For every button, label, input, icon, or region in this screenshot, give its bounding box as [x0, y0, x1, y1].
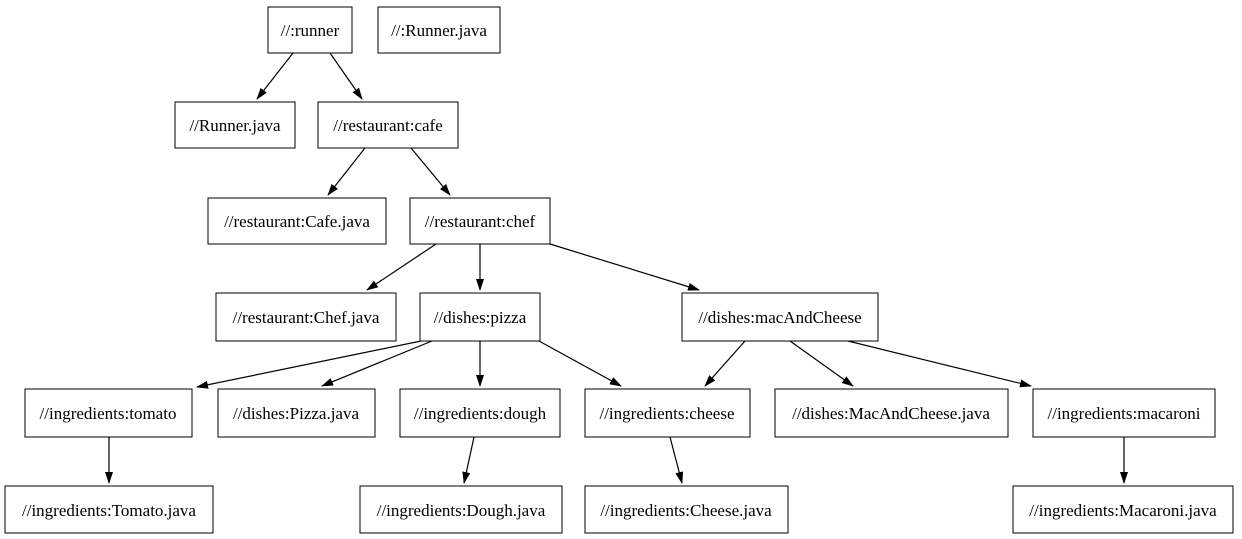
node-cheese-java-label: //ingredients:Cheese.java [600, 501, 772, 520]
node-box [377, 6, 501, 54]
edge-mac-and-cheese-to-macaroni [847, 340, 1032, 388]
node-macaroni: //ingredients:macaroni [1032, 388, 1216, 438]
edge-chef-to-mac-and-cheese [549, 243, 700, 291]
node-chef-java-label: //restaurant:Chef.java [233, 308, 380, 327]
node-box [681, 292, 879, 342]
node-runner-java-root-label: //:Runner.java [391, 21, 487, 40]
node-dough: //ingredients:dough [399, 388, 561, 438]
node-box [267, 6, 353, 54]
node-cafe-label: //restaurant:cafe [333, 116, 443, 135]
node-box [317, 101, 459, 149]
node-runner: //:runner [267, 6, 353, 54]
node-mac-and-cheese-java-label: //dishes:MacAndCheese.java [792, 404, 990, 423]
node-box [399, 388, 561, 438]
node-tomato-java: //ingredients:Tomato.java [4, 485, 214, 534]
node-box [419, 292, 541, 342]
node-cheese-label: //ingredients:cheese [599, 404, 734, 423]
node-pizza-java: //dishes:Pizza.java [217, 388, 376, 438]
node-tomato: //ingredients:tomato [24, 388, 193, 438]
node-runner-java-root: //:Runner.java [377, 6, 501, 54]
node-chef: //restaurant:chef [409, 197, 551, 245]
node-tomato-label: //ingredients:tomato [40, 404, 177, 423]
node-cheese: //ingredients:cheese [584, 388, 751, 438]
node-box [174, 101, 296, 149]
node-pizza-label: //dishes:pizza [434, 308, 527, 327]
node-macaroni-label: //ingredients:macaroni [1048, 404, 1201, 423]
node-macaroni-java: //ingredients:Macaroni.java [1012, 485, 1234, 534]
edge-dough-to-dough-java [462, 436, 475, 484]
node-cafe-java-label: //restaurant:Cafe.java [224, 212, 370, 231]
node-dough-java-label: //ingredients:Dough.java [377, 501, 546, 520]
node-tomato-java-label: //ingredients:Tomato.java [22, 501, 196, 520]
edge-cheese-to-cheese-java [669, 436, 684, 484]
node-mac-and-cheese-java: //dishes:MacAndCheese.java [774, 388, 1009, 438]
node-dough-java: //ingredients:Dough.java [359, 485, 563, 534]
node-chef-java: //restaurant:Chef.java [215, 292, 397, 342]
node-box [207, 197, 387, 245]
node-macaroni-java-label: //ingredients:Macaroni.java [1029, 501, 1217, 520]
node-box [409, 197, 551, 245]
edge-layer [105, 52, 1128, 484]
node-cafe: //restaurant:cafe [317, 101, 459, 149]
node-box [584, 485, 789, 534]
node-mac-and-cheese-label: //dishes:macAndCheese [698, 308, 861, 327]
node-box [215, 292, 397, 342]
edge-runner-to-cafe [329, 52, 363, 100]
edge-chef-to-chef-java [366, 243, 437, 291]
edge-cafe-to-cafe-java [327, 147, 366, 196]
node-box [1032, 388, 1216, 438]
edge-cafe-to-chef [410, 147, 451, 196]
node-cheese-java: //ingredients:Cheese.java [584, 485, 789, 534]
node-mac-and-cheese: //dishes:macAndCheese [681, 292, 879, 342]
node-dough-label: //ingredients:dough [414, 404, 547, 423]
node-box [1012, 485, 1234, 534]
node-pizza-java-label: //dishes:Pizza.java [233, 404, 360, 423]
node-box [774, 388, 1009, 438]
node-layer: //:runner //:Runner.java //Runner.java /… [4, 6, 1234, 534]
node-cafe-java: //restaurant:Cafe.java [207, 197, 387, 245]
edge-pizza-to-pizza-java [321, 340, 433, 387]
node-runner-label: //:runner [281, 21, 340, 40]
edge-pizza-to-tomato [196, 340, 422, 389]
edge-mac-and-cheese-to-mac-java [789, 340, 854, 387]
node-box [24, 388, 193, 438]
node-box [359, 485, 563, 534]
node-runner-java-label: //Runner.java [189, 116, 281, 135]
node-box [217, 388, 376, 438]
edge-pizza-to-cheese [538, 340, 622, 387]
node-runner-java: //Runner.java [174, 101, 296, 149]
edge-runner-to-runner-java [256, 52, 294, 100]
node-chef-label: //restaurant:chef [425, 212, 536, 231]
node-box [584, 388, 751, 438]
node-pizza: //dishes:pizza [419, 292, 541, 342]
edge-mac-and-cheese-to-cheese [704, 340, 746, 387]
node-box [4, 485, 214, 534]
